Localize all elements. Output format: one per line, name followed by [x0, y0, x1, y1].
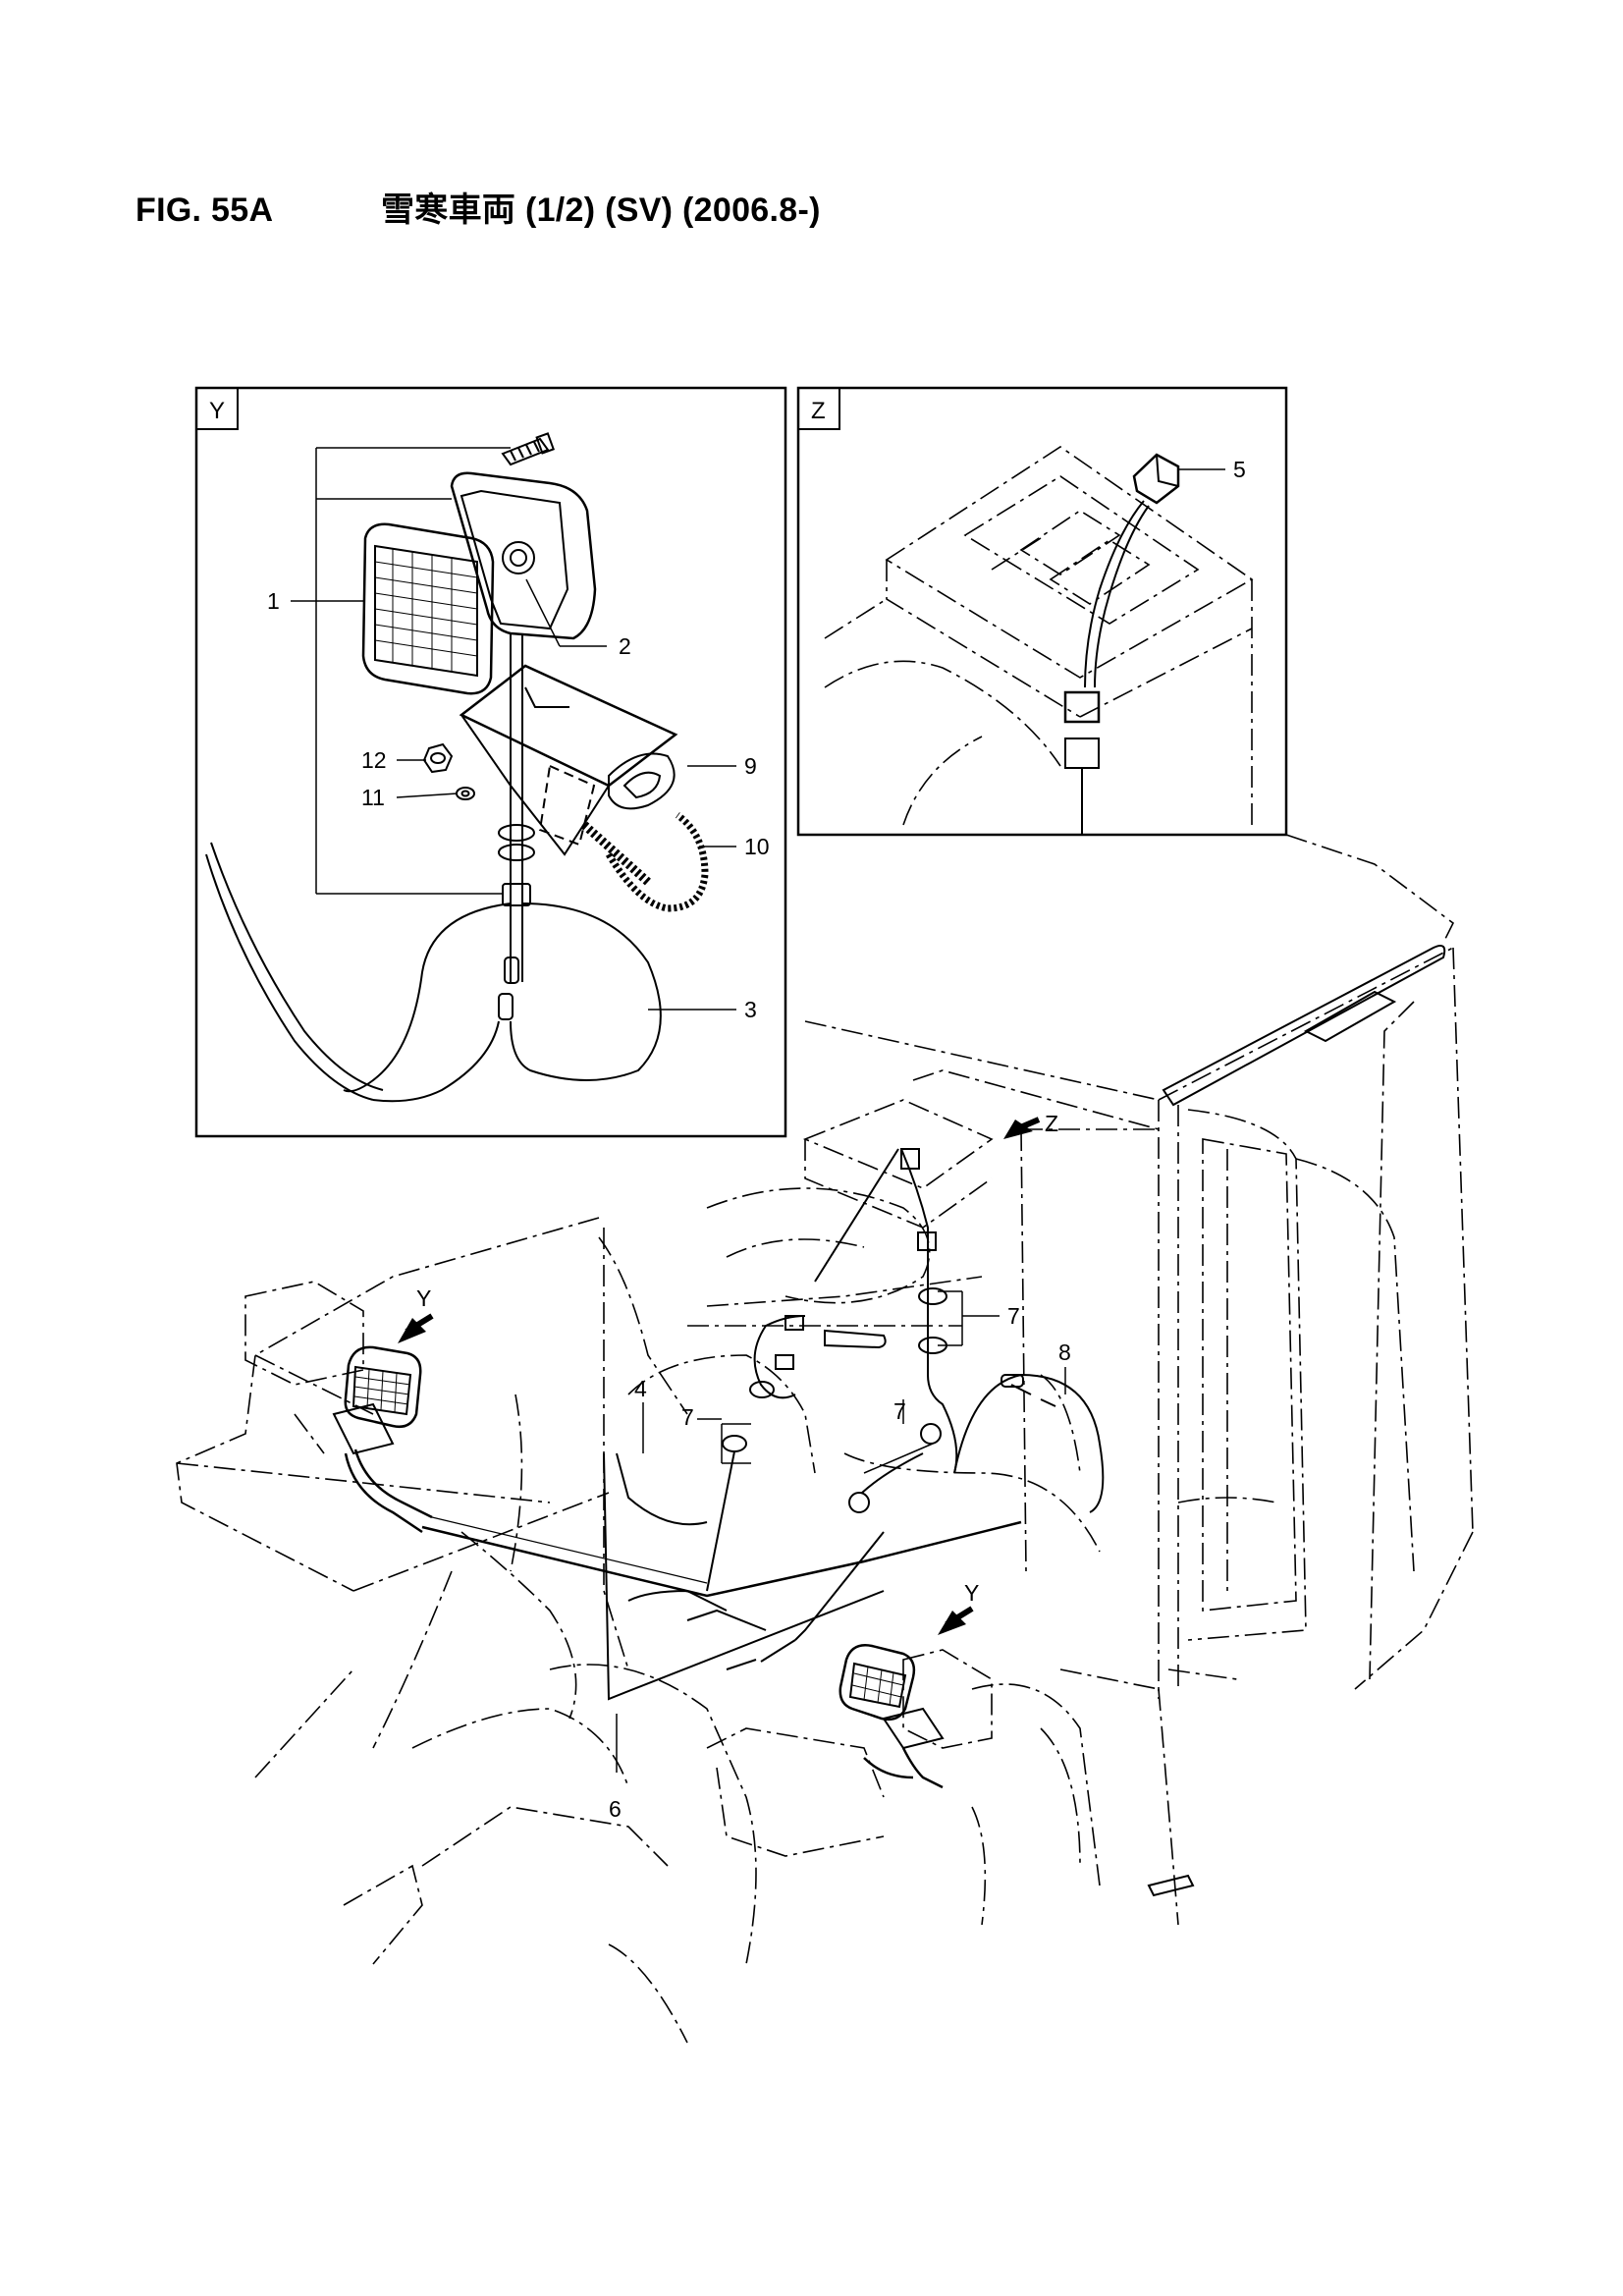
callout-6: 6	[609, 1796, 622, 1822]
callout-11: 11	[361, 785, 385, 810]
callout-12: 12	[361, 747, 387, 773]
detail-view-y: Y	[194, 386, 787, 1138]
floor-outline	[176, 1217, 1179, 2044]
detail-view-z-label-box	[797, 387, 840, 430]
callouts-y: 1 2 3 9 10 11 12	[267, 588, 770, 1022]
callout-9: 9	[744, 753, 757, 779]
callout-7-left: 7	[681, 1404, 694, 1430]
roof-grab-bar	[1162, 945, 1446, 1107]
clamp-harness	[706, 1148, 1105, 1592]
detail-view-z-label: Z	[811, 398, 826, 424]
callout-4: 4	[634, 1376, 647, 1401]
callout-1: 1	[267, 588, 280, 614]
mount-bracket-part	[459, 664, 678, 856]
detail-view-z-frame	[796, 386, 1288, 837]
callout-3: 3	[744, 997, 757, 1022]
nut-part	[422, 742, 454, 774]
bolt-part	[501, 432, 555, 466]
lamp-lens-part	[361, 522, 495, 695]
view-arrow-y-right: Y	[938, 1580, 979, 1635]
detail-view-z: Z 5	[796, 386, 1288, 837]
hose-part	[581, 812, 709, 912]
callout-7-right: 7	[893, 1398, 906, 1424]
cabin-outline	[804, 834, 1474, 1699]
washer-part	[456, 787, 475, 800]
callout-7-dash: 7	[1007, 1303, 1020, 1329]
detail-view-y-label: Y	[209, 398, 225, 424]
roof-handle	[1303, 990, 1397, 1043]
main-vehicle-view: 4 6 7 7 7 8 Z Y Y	[176, 834, 1474, 2044]
callout-leaders-main	[616, 1290, 1066, 1773]
view-arrow-y-left: Y	[398, 1285, 434, 1343]
switch-part	[1063, 453, 1180, 835]
view-arrow-y-right-label: Y	[964, 1580, 979, 1606]
view-arrow-z: Z	[1003, 1111, 1058, 1139]
callout-10: 10	[744, 834, 770, 859]
callout-8: 8	[1058, 1339, 1071, 1365]
callout-leaders-y	[291, 447, 736, 1011]
callout-5: 5	[1233, 457, 1246, 482]
detail-view-y-label-box	[195, 387, 239, 430]
detail-view-y-frame	[194, 386, 787, 1138]
left-lamp-assembly	[244, 1281, 433, 1534]
dashboard-outline	[824, 446, 1254, 826]
view-arrow-y-left-label: Y	[416, 1285, 431, 1311]
step-plate	[1147, 1874, 1195, 1897]
callout-2: 2	[619, 633, 631, 659]
harness-part	[205, 687, 662, 1103]
figure-title: 雪寒車両 (1/2) (SV) (2006.8-)	[381, 191, 821, 229]
view-arrow-z-label: Z	[1045, 1111, 1058, 1136]
figure-header: FIG. 55A 雪寒車両 (1/2) (SV) (2006.8-)	[135, 183, 821, 231]
figure-id: FIG. 55A	[135, 191, 274, 229]
right-lamp-assembly	[839, 1644, 993, 1789]
main-harness	[421, 1452, 1022, 1701]
dashboard-area	[598, 1069, 1160, 1690]
callouts-main: 4 6 7 7 7 8	[609, 1303, 1071, 1822]
